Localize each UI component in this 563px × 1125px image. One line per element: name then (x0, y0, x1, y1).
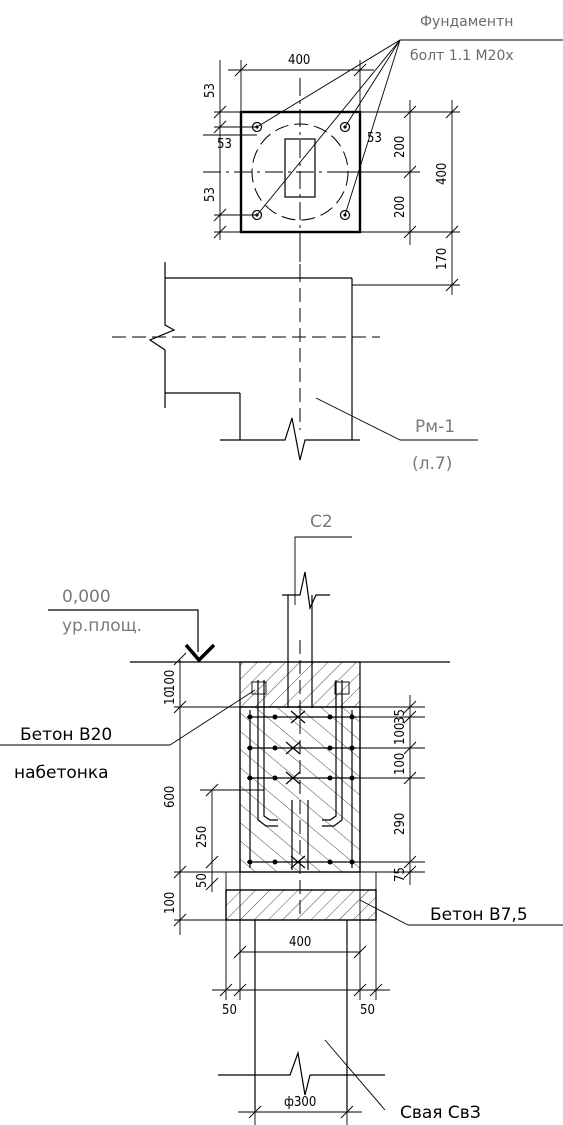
dim-plan-left (203, 60, 257, 240)
dim-section-75: 75 (393, 867, 408, 882)
dim-plan-height: 400 (435, 163, 450, 185)
anchor-bolts-section (251, 680, 350, 870)
level-note: ур.площ. (62, 616, 142, 636)
pile-label: Свая СвЗ (400, 1103, 481, 1123)
bolt-callout-line1: Фундаментн (420, 14, 513, 30)
dim-plan-width (228, 60, 374, 112)
plan-view: Фундаментн болт 1.1 М20х 400 53 53 53 5 (203, 14, 563, 295)
dim-section-35: 35 (393, 709, 408, 724)
section-leaders (0, 689, 563, 1111)
dim-section-100-bottom: 100 (163, 892, 178, 914)
bolt-callout-line2: болт 1.1 М20х (410, 48, 514, 64)
dim-plan-edge-left: 53 (217, 137, 232, 152)
concrete-top-line2: набетонка (14, 763, 109, 783)
dim-section-400: 400 (289, 935, 311, 950)
concrete-bottom: Бетон В7,5 (430, 905, 528, 925)
dim-section-600: 600 (163, 786, 178, 808)
dim-section-right (356, 695, 425, 885)
dim-plan-edge-top: 53 (203, 83, 218, 98)
level-value: 0,000 (62, 587, 111, 607)
rebar-mesh (247, 710, 356, 869)
dim-section-left (173, 652, 264, 935)
mark-sheet: (л.7) (412, 454, 452, 474)
section-view: С2 0,000 ур.площ. (0, 512, 563, 1125)
concrete-top-line1: Бетон В20 (20, 725, 112, 745)
beam-elevation (112, 248, 478, 461)
bolt-leaders (256, 39, 563, 216)
dim-plan-ext: 170 (435, 248, 450, 270)
dim-plan-width-text: 400 (288, 53, 310, 68)
dim-section-bottom (212, 872, 390, 1125)
dim-plan-half-bottom: 200 (393, 196, 408, 218)
concrete-base (225, 889, 377, 921)
dim-section-290: 290 (393, 813, 408, 835)
dim-plan-right (345, 100, 460, 295)
dim-plan-edge-bottom: 53 (203, 187, 218, 202)
dim-section-250: 250 (195, 826, 210, 848)
dim-section-100-r2: 100 (393, 753, 408, 775)
dim-section-50-right: 50 (360, 1003, 375, 1018)
dim-plan-edge-right: 53 (367, 131, 382, 146)
column-label: С2 (310, 512, 333, 532)
dim-section-100-r1: 100 (393, 723, 408, 745)
dim-section-50: 50 (195, 873, 210, 888)
dim-section-phi300: ф300 (284, 1095, 316, 1110)
mark-code: Рм-1 (415, 417, 455, 437)
dim-plan-half-top: 200 (393, 136, 408, 158)
dim-section-100-top: 100 (163, 670, 178, 692)
dim-section-10: 10 (163, 690, 178, 705)
dim-section-50-left: 50 (222, 1003, 237, 1018)
